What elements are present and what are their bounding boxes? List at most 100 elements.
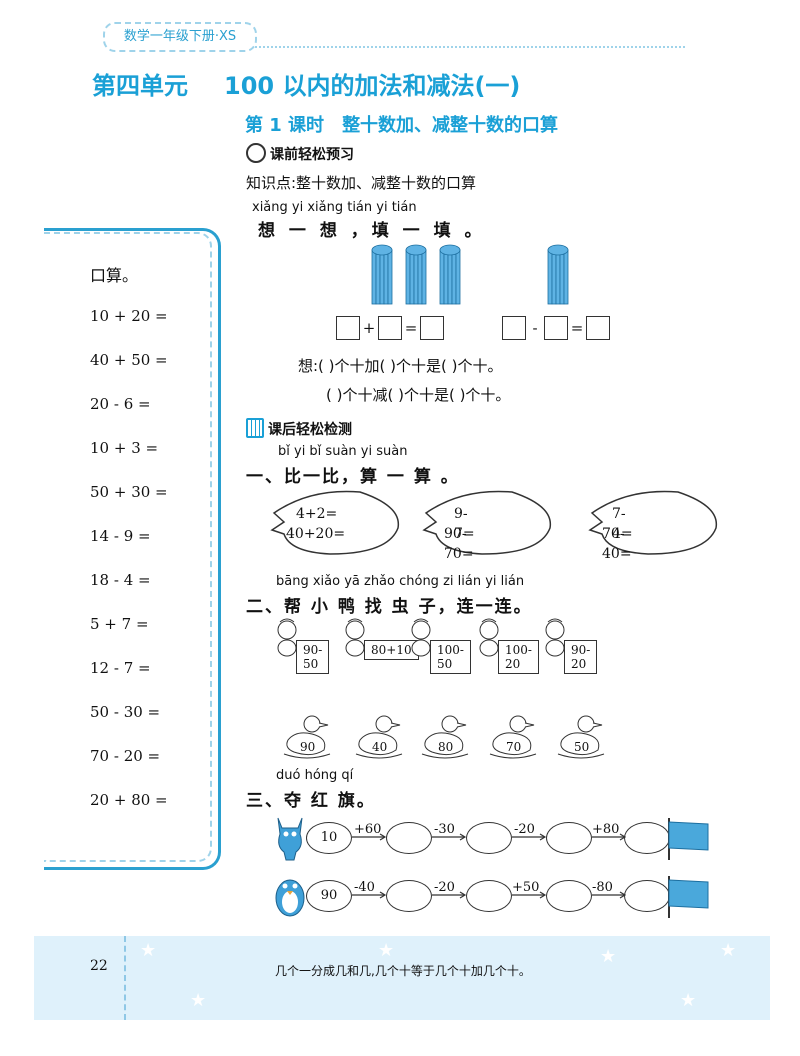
bug-icon — [479, 618, 499, 657]
oral-calc-item: 10 + 3 = — [90, 439, 159, 457]
leaf-expr: 40+20= — [286, 526, 346, 542]
op-label: -20 — [434, 880, 455, 895]
answer-oval[interactable] — [624, 880, 670, 912]
duck-icon — [489, 715, 537, 759]
answer-oval[interactable] — [466, 880, 512, 912]
footer-divider — [124, 936, 126, 1020]
oral-calc-item: 50 + 30 = — [90, 483, 168, 501]
oral-calc-title: 口算。 — [90, 266, 139, 285]
sidebar-frame — [44, 228, 221, 870]
op-label: -40 — [354, 880, 375, 895]
answer-box[interactable] — [336, 316, 360, 340]
answer-box[interactable] — [378, 316, 402, 340]
oral-calc-item: 12 - 7 = — [90, 659, 151, 677]
flag-icon — [668, 876, 709, 918]
answer-box[interactable] — [544, 316, 568, 340]
sidebar-dash — [44, 232, 212, 862]
op-label: +60 — [354, 822, 382, 837]
q1-pinyin: bǐ yi bǐ suàn yi suàn — [278, 444, 408, 459]
cat-icon — [277, 817, 303, 861]
bug-label: 100-20 — [498, 640, 539, 674]
leaf-expr: 4+2= — [296, 506, 338, 522]
op-label: +50 — [512, 880, 540, 895]
bug-icon — [545, 618, 565, 657]
star-icon: ★ — [720, 940, 737, 961]
q2-title: 二、帮 小 鸭 找 虫 子，连一连。 — [246, 597, 533, 617]
footer-tip: 几个一分成几和几,几个十等于几个十加几个十。 — [275, 964, 531, 978]
answer-box[interactable] — [420, 316, 444, 340]
start-oval: 90 — [306, 880, 352, 912]
duck-icon — [355, 715, 403, 759]
subtraction-equation: -= — [502, 316, 610, 340]
addition-equation: += — [336, 316, 444, 340]
duck-label: 90 — [300, 740, 316, 754]
think-line-1: 想:( )个十加( )个十是( )个十。 — [298, 357, 503, 375]
answer-box[interactable] — [586, 316, 610, 340]
duck-label: 50 — [574, 740, 590, 754]
q3-pinyin: duó hóng qí — [276, 768, 354, 783]
duck-label: 40 — [372, 740, 388, 754]
star-icon: ★ — [378, 940, 395, 961]
op-label: -30 — [434, 822, 455, 837]
stick-bundles — [371, 244, 569, 305]
footer-band — [34, 936, 770, 1020]
leaf-icon — [270, 490, 400, 555]
star-icon: ★ — [600, 946, 617, 967]
oral-calc-item: 50 - 30 = — [90, 703, 161, 721]
leaf-icon — [588, 490, 718, 555]
bug-label: 90-20 — [564, 640, 598, 674]
stick-bundle — [439, 244, 461, 305]
bug-icon — [277, 618, 297, 657]
calculator-icon — [246, 418, 264, 438]
bug-icon — [345, 618, 365, 657]
answer-oval[interactable] — [386, 822, 432, 854]
answer-oval[interactable] — [546, 880, 592, 912]
leaf-icon — [422, 490, 552, 555]
q2-pinyin: bāng xiǎo yā zhǎo chóng zi lián yi lián — [276, 574, 525, 589]
bug-icon — [411, 618, 431, 657]
oral-calc-item: 40 + 50 = — [90, 351, 168, 369]
answer-oval[interactable] — [624, 822, 670, 854]
duck-icon — [557, 715, 605, 759]
flag-icon — [668, 818, 709, 860]
oral-calc-item: 70 - 20 = — [90, 747, 161, 765]
answer-oval[interactable] — [466, 822, 512, 854]
flag-race-arrows-1 — [352, 833, 627, 841]
duck-icon — [421, 715, 469, 759]
op-label: -80 — [592, 880, 613, 895]
op-label: -20 — [514, 822, 535, 837]
leaf-expr: 90-70= — [444, 526, 474, 562]
leaf-expr: 7-4= — [612, 506, 633, 542]
lesson-name: 整十数加、减整十数的口算 — [342, 115, 559, 136]
answer-oval[interactable] — [386, 880, 432, 912]
oral-calc-item: 14 - 9 = — [90, 527, 151, 545]
answer-box[interactable] — [502, 316, 526, 340]
duck-icon — [283, 715, 331, 759]
answer-oval[interactable] — [546, 822, 592, 854]
stick-bundle — [547, 244, 569, 305]
duck-label: 70 — [506, 740, 522, 754]
page-number: 22 — [90, 958, 108, 974]
flag-race-arrows-2 — [352, 891, 627, 899]
penguin-icon — [275, 879, 305, 917]
preview-pinyin: xiǎng yi xiǎng tián yi tián — [252, 200, 417, 215]
header-divider — [255, 46, 685, 48]
op-label: +80 — [592, 822, 620, 837]
oral-calc-item: 20 + 80 = — [90, 791, 168, 809]
star-icon: ★ — [190, 990, 207, 1011]
star-icon: ★ — [140, 940, 157, 961]
oral-calc-item: 20 - 6 = — [90, 395, 151, 413]
knowledge-point: 知识点:整十数加、减整十数的口算 — [246, 174, 477, 192]
stick-bundle — [405, 244, 427, 305]
bug-label: 100-50 — [430, 640, 471, 674]
leaf-expr: 70-40= — [602, 526, 632, 562]
oral-calc-item: 18 - 4 = — [90, 571, 151, 589]
star-icon: ★ — [680, 990, 697, 1011]
oral-calc-item: 10 + 20 = — [90, 307, 168, 325]
bug-label: 90-50 — [296, 640, 330, 674]
leaf-expr: 9-7= — [454, 506, 475, 542]
duck-label: 80 — [438, 740, 454, 754]
film-reel-icon — [246, 143, 266, 163]
start-oval: 10 — [306, 822, 352, 854]
